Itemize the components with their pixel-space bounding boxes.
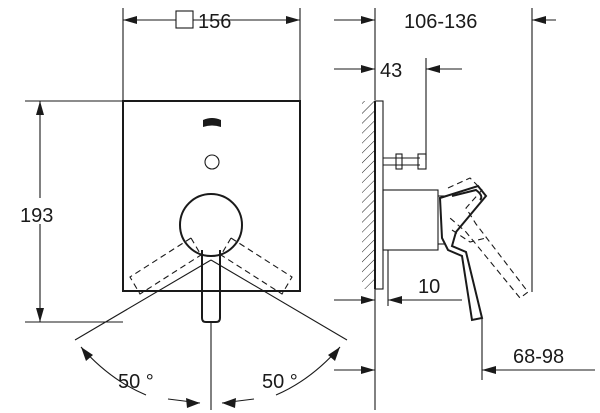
width-dimension: 156 bbox=[122, 8, 301, 100]
handle-hub bbox=[179, 193, 243, 257]
diverter-indicator bbox=[203, 118, 221, 127]
lever-handle bbox=[201, 250, 221, 323]
hub-body bbox=[382, 189, 439, 251]
offset-dimension: 43 bbox=[334, 58, 462, 160]
projection-dimension: 106-136 bbox=[334, 8, 556, 292]
wall-hatch bbox=[362, 101, 375, 289]
angle-left: 50 ° bbox=[80, 346, 201, 408]
angle-left-label: 50 ° bbox=[118, 371, 154, 393]
diverter-pin bbox=[383, 153, 427, 170]
angle-right-label: 50 ° bbox=[262, 371, 298, 393]
plate-width-label: 156 bbox=[198, 11, 231, 33]
square-symbol bbox=[175, 10, 194, 29]
lever-range-dimension: 68-98 bbox=[334, 308, 595, 410]
front-view: 156 193 bbox=[18, 8, 348, 410]
plate-edge bbox=[374, 100, 384, 290]
diverter-knob bbox=[204, 154, 220, 170]
wall-offset-label: 43 bbox=[380, 60, 402, 82]
lever-side-rotated bbox=[447, 177, 529, 299]
projection-range-label: 106-136 bbox=[404, 11, 477, 33]
lever-depth-label: 10 bbox=[418, 276, 440, 298]
lever-depth-dimension: 10 bbox=[334, 250, 462, 306]
cover-plate bbox=[122, 100, 301, 292]
plate-height-label: 193 bbox=[20, 205, 53, 227]
lever-range-label: 68-98 bbox=[513, 346, 564, 368]
side-view: 106-136 43 bbox=[334, 8, 595, 410]
lever-rotated-left bbox=[129, 237, 202, 295]
height-dimension: 193 bbox=[18, 100, 123, 323]
lever-rotated-right bbox=[220, 237, 293, 295]
angle-right: 50 ° bbox=[221, 346, 341, 408]
lever-side bbox=[438, 184, 488, 322]
